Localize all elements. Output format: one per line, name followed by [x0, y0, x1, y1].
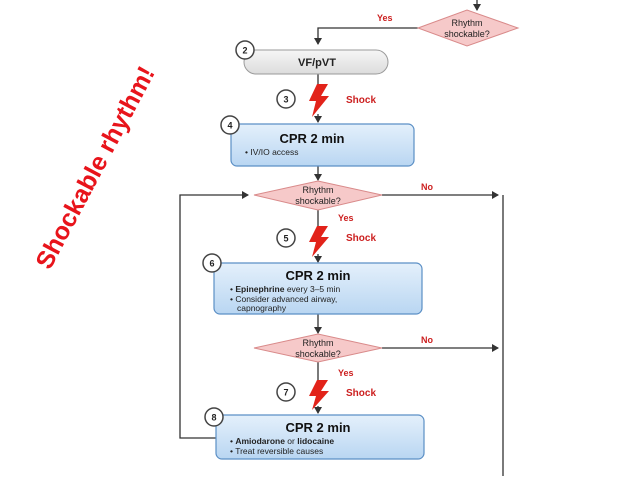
cpr-box-6 — [213, 262, 423, 315]
decision-low-line1: Rhythm — [302, 338, 333, 348]
step-2: VF/pVT 2 — [235, 40, 389, 75]
decision-mid: Rhythm shockable? — [253, 180, 383, 211]
cpr-8-bullet-2: • Treat reversible causes — [230, 446, 323, 456]
vf-pvt-box — [243, 49, 389, 75]
decision-mid-line2: shockable? — [295, 196, 341, 206]
vf-pvt-label: VF/pVT — [298, 57, 336, 69]
yes-label-low: Yes — [338, 368, 354, 378]
shock-label-7: Shock — [346, 388, 376, 399]
step-4-number: 4 — [227, 121, 232, 131]
step-2-number: 2 — [242, 46, 247, 56]
cpr-title-4: CPR 2 min — [279, 131, 344, 146]
loop-back-line — [179, 191, 249, 439]
decision-low: Rhythm shockable? — [253, 333, 383, 363]
cpr-6-bullet-1: • Epinephrine every 3–5 min — [230, 284, 340, 294]
shock-label-3: Shock — [346, 95, 376, 106]
step-4: CPR 2 min • IV/IO access 4 — [220, 115, 415, 167]
decision-mid-line1: Rhythm — [302, 185, 333, 195]
step-6-number: 6 — [209, 259, 214, 269]
step-5-number: 5 — [283, 234, 288, 244]
step-7: 7 Shock — [276, 380, 376, 410]
shock-bolt-7 — [309, 380, 329, 410]
no-label-upper: No — [421, 182, 433, 192]
cpr-title-8: CPR 2 min — [285, 420, 350, 435]
step-7-badge — [276, 382, 296, 402]
decision-top-line2: shockable? — [444, 29, 490, 39]
step-7-number: 7 — [283, 388, 288, 398]
no-label-lower: No — [421, 335, 433, 345]
cpr-6-bullet-2-cont: capnography — [237, 303, 287, 313]
decision-top: Rhythm shockable? — [416, 9, 520, 47]
step-6: CPR 2 min • Epinephrine every 3–5 min • … — [202, 253, 423, 315]
step-3-number: 3 — [283, 95, 288, 105]
step-5-badge — [276, 228, 296, 248]
cpr-6-bullet-2: • Consider advanced airway, — [230, 294, 337, 304]
step-3-badge — [276, 89, 296, 109]
step-6-badge — [202, 253, 222, 273]
cpr-8-bullet-1: • Amiodarone or lidocaine — [230, 436, 334, 446]
decision-low-line2: shockable? — [295, 349, 341, 359]
shock-label-5: Shock — [346, 233, 376, 244]
step-5: 5 Shock — [276, 226, 376, 257]
shock-bolt-3 — [309, 84, 329, 117]
cpr-title-6: CPR 2 min — [285, 268, 350, 283]
yes-label-top: Yes — [377, 13, 393, 23]
decision-top-line1: Rhythm — [451, 18, 482, 28]
step-8-number: 8 — [211, 413, 216, 423]
yes-line-top — [314, 27, 418, 45]
step-2-badge — [235, 40, 255, 60]
cpr-4-bullet-1: • IV/IO access — [245, 147, 299, 157]
shock-bolt-5 — [309, 226, 329, 257]
step-4-badge — [220, 115, 240, 135]
yes-label-mid: Yes — [338, 213, 354, 223]
connectors — [179, 0, 504, 476]
step-3: 3 Shock — [276, 84, 376, 117]
cpr-box-4 — [230, 123, 415, 167]
step-8-badge — [204, 407, 224, 427]
cpr-box-8 — [215, 414, 425, 460]
step-8: CPR 2 min • Amiodarone or lidocaine • Tr… — [204, 407, 425, 460]
